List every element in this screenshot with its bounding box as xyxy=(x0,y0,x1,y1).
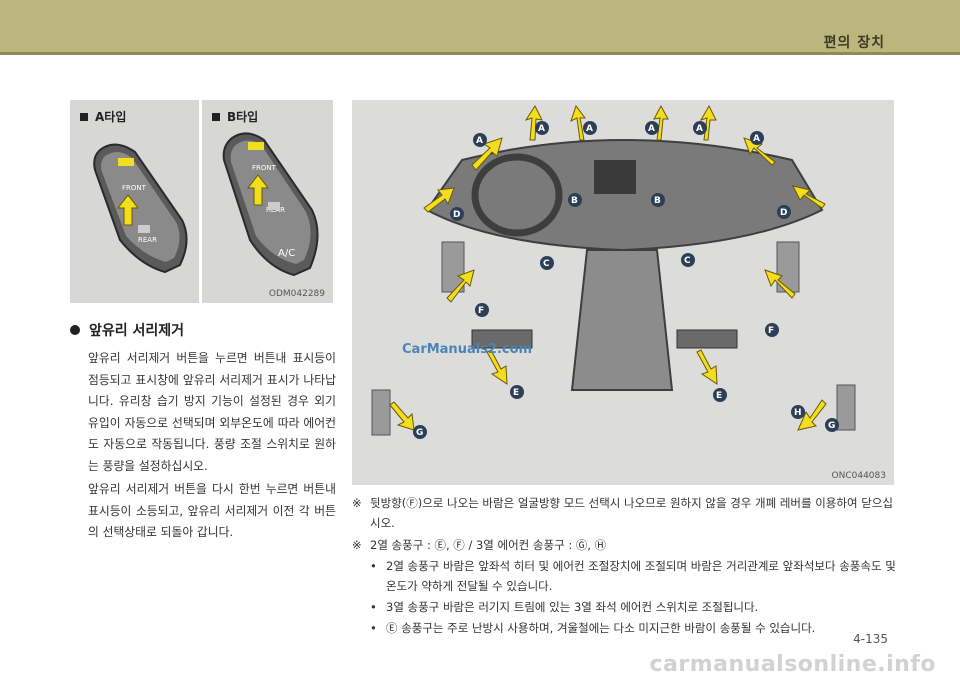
svg-text:C: C xyxy=(543,259,550,269)
section-title: 앞유리 서리제거 xyxy=(70,320,184,340)
bullet-mark: • xyxy=(370,600,377,614)
bullet-item: • 2열 송풍구 바람은 앞좌석 히터 및 에어컨 조절장치에 조절되며 바람은… xyxy=(370,556,900,596)
up-arrow-icon xyxy=(246,174,270,206)
third-row-vent-right xyxy=(836,384,856,431)
header-band xyxy=(0,0,960,52)
dashboard-vent-illustration: A A A A A A B B C C D D E E F F G G H Ca… xyxy=(352,100,894,485)
bullet-text: 2열 송풍구 바람은 앞좌석 히터 및 에어컨 조절장치에 조절되며 바람은 거… xyxy=(386,559,896,593)
reference-mark: ※ xyxy=(352,496,362,510)
footer-watermark: carmanualsonline.info xyxy=(649,652,936,677)
type-b-switch-illustration: FRONT REAR A/C xyxy=(222,132,319,277)
front-label: FRONT xyxy=(122,184,147,192)
center-console xyxy=(570,249,674,391)
type-a-switch-illustration: FRONT REAR xyxy=(93,143,188,274)
type-a-panel: A타입 FRONT REAR xyxy=(70,100,199,303)
center-display xyxy=(594,160,636,194)
svg-text:E: E xyxy=(513,388,519,398)
svg-text:F: F xyxy=(768,326,774,336)
square-bullet-icon xyxy=(212,113,220,121)
svg-text:H: H xyxy=(794,408,802,418)
carmanuals-watermark: CarManuals2.com xyxy=(402,342,533,357)
svg-text:A: A xyxy=(753,134,760,144)
airflow-arrows xyxy=(389,104,827,431)
svg-text:G: G xyxy=(416,428,423,438)
third-row-vent-left xyxy=(371,389,391,436)
type-b-panel: B타입 FRONT REAR A/C ODM042289 xyxy=(202,100,333,303)
bullet-text: 3열 송풍구 바람은 러기지 트림에 있는 3열 좌석 에어컨 스위치로 조절됩… xyxy=(386,600,759,614)
rear-defrost-icon xyxy=(138,225,150,233)
note-text: 2열 송풍구 : Ⓔ, Ⓕ / 3열 에어컨 송풍구 : Ⓖ, Ⓗ xyxy=(370,538,607,552)
floor-vent-left xyxy=(471,329,533,349)
image-code: ONC044083 xyxy=(831,471,886,481)
square-bullet-icon xyxy=(80,113,88,121)
type-a-label: A타입 xyxy=(80,108,126,125)
indicator-light-icon xyxy=(248,142,264,150)
rear-label: REAR xyxy=(138,236,157,244)
svg-text:A: A xyxy=(538,124,545,134)
bullet-dot-icon xyxy=(70,325,80,335)
bullet-mark: • xyxy=(370,621,377,635)
up-arrow-icon xyxy=(116,194,140,226)
paragraph: 앞유리 서리제거 버튼을 누르면 버튼내 표시등이 점등되고 표시창에 앞유리 … xyxy=(88,351,336,473)
front-label: FRONT xyxy=(252,164,277,172)
svg-text:E: E xyxy=(716,391,722,401)
svg-text:A: A xyxy=(648,124,655,134)
bullet-item: • 3열 송풍구 바람은 러기지 트림에 있는 3열 좌석 에어컨 스위치로 조… xyxy=(370,597,900,617)
rear-defrost-icon xyxy=(268,202,280,210)
bullet-mark: • xyxy=(370,559,377,573)
ac-label: A/C xyxy=(278,248,295,259)
section-header-title: 편의 장치 xyxy=(823,35,885,51)
svg-text:D: D xyxy=(780,208,787,218)
floor-vent-right xyxy=(676,329,738,349)
type-b-label: B타입 xyxy=(212,108,258,125)
header-rule xyxy=(0,52,960,55)
image-code: ODM042289 xyxy=(268,289,325,299)
svg-text:C: C xyxy=(684,256,691,266)
indicator-light-icon xyxy=(118,158,134,166)
note: ※ 2열 송풍구 : Ⓔ, Ⓕ / 3열 에어컨 송풍구 : Ⓖ, Ⓗ xyxy=(352,535,897,555)
reference-mark: ※ xyxy=(352,538,362,552)
svg-text:G: G xyxy=(828,421,835,431)
svg-text:B: B xyxy=(654,196,661,206)
svg-text:A: A xyxy=(586,124,593,134)
note: ※ 뒷방향(Ⓕ)으로 나오는 바람은 얼굴방향 모드 선택시 나오므로 원하지 … xyxy=(352,493,897,533)
svg-text:F: F xyxy=(478,306,484,316)
page-number: 4-135 xyxy=(853,632,888,646)
steering-wheel-icon xyxy=(471,153,563,237)
bullet-item: • Ⓔ 송풍구는 주로 난방시 사용하며, 겨울철에는 다소 미지근한 바람이 … xyxy=(370,618,900,638)
bullet-text: Ⓔ 송풍구는 주로 난방시 사용하며, 겨울철에는 다소 미지근한 바람이 송풍… xyxy=(386,621,816,635)
svg-text:D: D xyxy=(453,210,460,220)
note-text: 뒷방향(Ⓕ)으로 나오는 바람은 얼굴방향 모드 선택시 나오므로 원하지 않을… xyxy=(370,496,893,530)
svg-text:B: B xyxy=(571,196,578,206)
paragraph: 앞유리 서리제거 버튼을 다시 한번 누르면 버튼내 표시등이 소등되고, 앞유… xyxy=(88,482,336,540)
dashboard-shape xyxy=(425,139,824,252)
svg-text:A: A xyxy=(696,124,703,134)
vent-letter-badges: A A A A A A B B C C D D E E F F G G H xyxy=(413,121,839,439)
svg-text:A: A xyxy=(476,136,483,146)
